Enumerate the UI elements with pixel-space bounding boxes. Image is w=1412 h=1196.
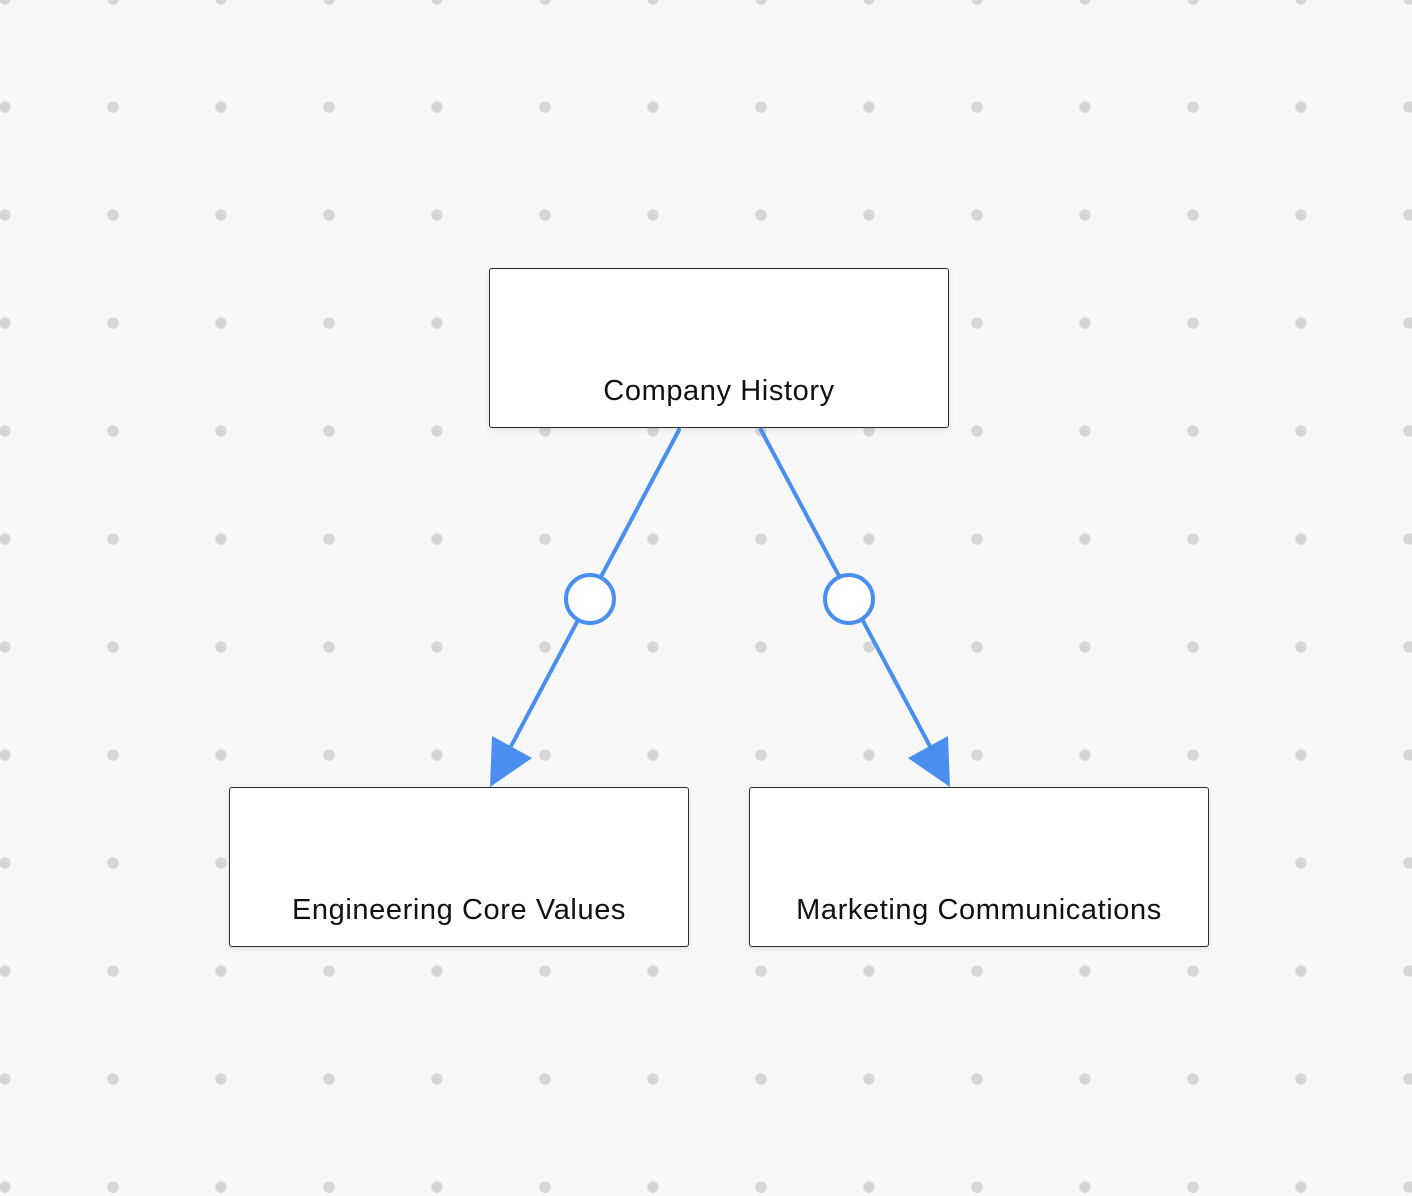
edge-handle[interactable] [823, 573, 875, 625]
node-engineering-core-values[interactable]: Engineering Core Values [229, 787, 689, 947]
edge-company-history-to-marketing-communications[interactable] [759, 428, 950, 787]
node-label: Engineering Core Values [291, 894, 627, 926]
node-label: Company History [603, 375, 835, 407]
node-company-history[interactable]: Company History [489, 268, 949, 428]
node-marketing-communications[interactable]: Marketing Communications [749, 787, 1209, 947]
arrowhead-icon [908, 736, 950, 787]
node-label: Marketing Communications [796, 894, 1162, 926]
edge-company-history-to-engineering-core-values[interactable] [490, 428, 681, 787]
edge-handle[interactable] [564, 573, 616, 625]
arrowhead-icon [490, 736, 532, 787]
